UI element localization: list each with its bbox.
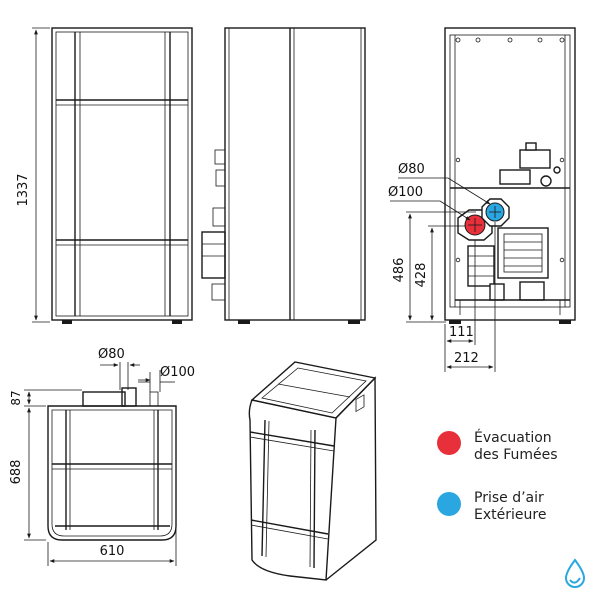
front-view: 1337 bbox=[16, 27, 193, 324]
height-1337-label: 1337 bbox=[16, 173, 31, 206]
width-111-label: 111 bbox=[449, 325, 474, 340]
depth-87-label: 87 bbox=[9, 390, 23, 405]
flue-legend-line1: Évacuation bbox=[474, 430, 552, 446]
top-flue-diameter-label: Ø80 bbox=[98, 347, 125, 362]
height-428-label: 428 bbox=[414, 263, 429, 288]
depth-688-label: 688 bbox=[9, 460, 24, 485]
flue-legend-line2: des Fumées bbox=[474, 447, 558, 463]
flue-legend-dot bbox=[437, 431, 461, 455]
top-air-diameter-label: Ø100 bbox=[160, 365, 195, 380]
air-legend-text: Prise d’air Extérieure bbox=[474, 490, 546, 524]
rear-flue-diameter-label: Ø80 bbox=[398, 162, 425, 177]
air-legend-dot bbox=[437, 492, 461, 516]
air-legend-line2: Extérieure bbox=[474, 507, 547, 523]
height-486-label: 486 bbox=[392, 258, 407, 283]
top-view: Ø80 Ø100 87 688 610 bbox=[9, 347, 195, 566]
width-610-label: 610 bbox=[100, 544, 125, 559]
flue-legend-text: Évacuation des Fumées bbox=[474, 430, 558, 464]
side-view bbox=[201, 27, 366, 324]
width-212-label: 212 bbox=[454, 351, 479, 366]
air-legend-line1: Prise d’air bbox=[474, 490, 544, 506]
water-drop-logo-icon bbox=[564, 558, 586, 588]
perspective-view bbox=[248, 361, 377, 581]
rear-view: Ø80 Ø100 486 428 111 212 bbox=[388, 27, 576, 372]
rear-air-diameter-label: Ø100 bbox=[388, 185, 423, 200]
